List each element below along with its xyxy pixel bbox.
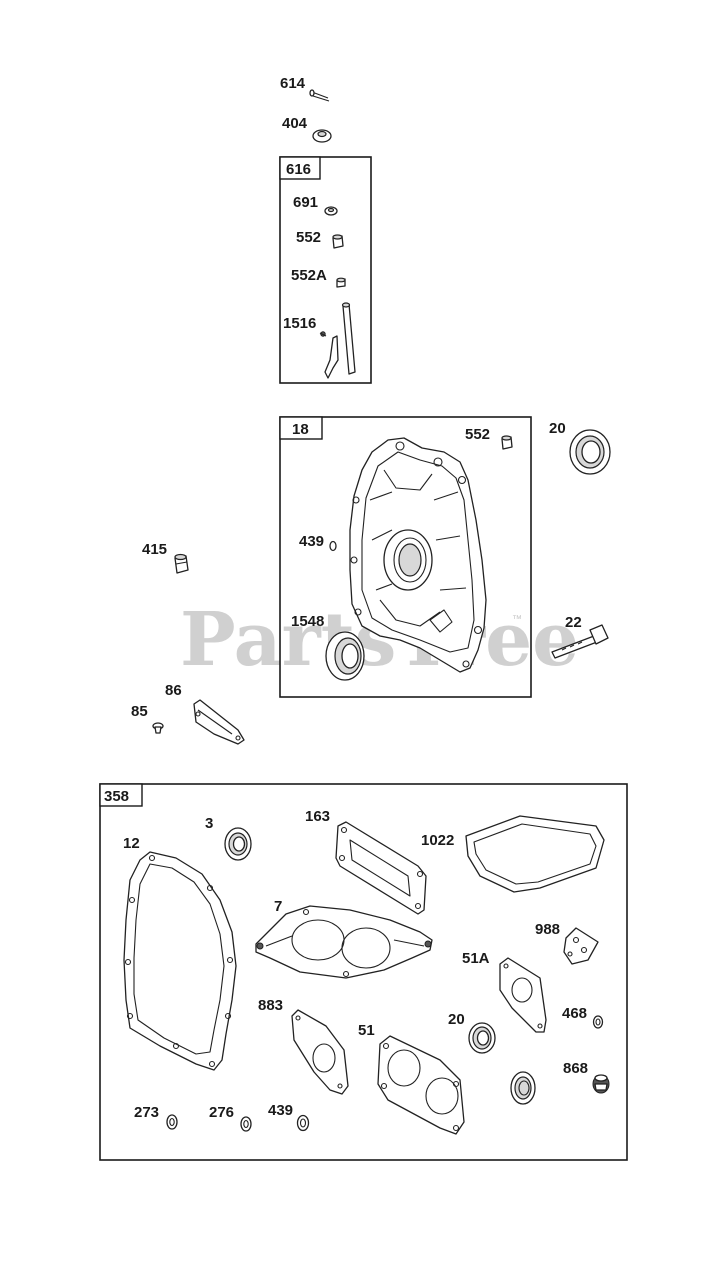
part-51A-gasket[interactable] bbox=[499, 957, 547, 1033]
label-85[interactable]: 85 bbox=[131, 703, 148, 720]
part-86-cover-plate[interactable] bbox=[193, 699, 245, 745]
label-552A[interactable]: 552A bbox=[291, 267, 327, 284]
group-18-number[interactable]: 18 bbox=[292, 421, 309, 438]
watermark-trademark: ™ bbox=[512, 614, 522, 625]
label-1022[interactable]: 1022 bbox=[421, 832, 454, 849]
part-868-valve-seal[interactable] bbox=[592, 1074, 610, 1094]
group-18-tab bbox=[279, 416, 323, 440]
part-18-crankcase-cover[interactable] bbox=[349, 437, 487, 673]
part-276-ring[interactable] bbox=[240, 1116, 252, 1132]
label-12[interactable]: 12 bbox=[123, 835, 140, 852]
part-552-bushing-upper[interactable] bbox=[332, 234, 344, 249]
label-163[interactable]: 163 bbox=[305, 808, 330, 825]
group-18-box bbox=[279, 416, 532, 698]
label-439-crankcase[interactable]: 439 bbox=[299, 533, 324, 550]
label-552-upper[interactable]: 552 bbox=[296, 229, 321, 246]
label-468[interactable]: 468 bbox=[562, 1005, 587, 1022]
group-358-box bbox=[99, 783, 628, 1161]
part-22-bolt[interactable] bbox=[551, 624, 609, 659]
label-404[interactable]: 404 bbox=[282, 115, 308, 132]
label-86[interactable]: 86 bbox=[165, 682, 182, 699]
label-1548[interactable]: 1548 bbox=[291, 613, 324, 630]
label-3[interactable]: 3 bbox=[205, 815, 213, 832]
label-988[interactable]: 988 bbox=[535, 921, 560, 938]
label-868[interactable]: 868 bbox=[563, 1060, 588, 1077]
part-o-ring-seal[interactable] bbox=[510, 1071, 536, 1105]
label-51A[interactable]: 51A bbox=[462, 950, 490, 967]
group-616-tab bbox=[279, 156, 321, 180]
part-439-washer-crankcase[interactable] bbox=[329, 540, 337, 552]
part-3-seal[interactable] bbox=[224, 827, 252, 861]
part-415-plug[interactable] bbox=[174, 553, 189, 574]
part-1022-gasket-seal[interactable] bbox=[465, 815, 605, 893]
label-51[interactable]: 51 bbox=[358, 1022, 375, 1039]
part-614-pin[interactable] bbox=[309, 89, 330, 102]
part-404-washer[interactable] bbox=[312, 129, 332, 143]
part-552-bushing-crankcase[interactable] bbox=[501, 435, 513, 450]
group-616-number[interactable]: 616 bbox=[286, 161, 311, 178]
label-22[interactable]: 22 bbox=[565, 614, 582, 631]
label-273[interactable]: 273 bbox=[134, 1104, 159, 1121]
label-883[interactable]: 883 bbox=[258, 997, 283, 1014]
label-439-gasket-set[interactable]: 439 bbox=[268, 1102, 293, 1119]
part-468-ring[interactable] bbox=[592, 1015, 604, 1029]
part-439-ring-gasket-set[interactable] bbox=[296, 1114, 310, 1132]
part-1548-seal[interactable] bbox=[325, 631, 365, 681]
group-358-number[interactable]: 358 bbox=[104, 788, 129, 805]
part-12-crankcase-gasket[interactable] bbox=[123, 851, 237, 1071]
part-7-head-gasket[interactable] bbox=[255, 905, 433, 979]
part-163-gasket[interactable] bbox=[335, 821, 427, 915]
part-1516-governor-shaft[interactable] bbox=[319, 302, 356, 379]
part-988-plate[interactable] bbox=[563, 927, 599, 965]
label-20-gasket-set[interactable]: 20 bbox=[448, 1011, 465, 1028]
label-1516[interactable]: 1516 bbox=[283, 315, 316, 332]
group-616-box bbox=[279, 156, 372, 384]
part-273-ring[interactable] bbox=[166, 1114, 178, 1130]
part-883-gasket[interactable] bbox=[291, 1009, 349, 1095]
group-358-tab bbox=[99, 783, 143, 807]
part-20-seal-upper[interactable] bbox=[569, 429, 611, 475]
part-552A-bushing[interactable] bbox=[336, 277, 346, 288]
label-276[interactable]: 276 bbox=[209, 1104, 234, 1121]
label-7[interactable]: 7 bbox=[274, 898, 282, 915]
part-85-screw[interactable] bbox=[152, 722, 164, 734]
label-614[interactable]: 614 bbox=[280, 75, 306, 92]
label-415[interactable]: 415 bbox=[142, 541, 167, 558]
label-552-crankcase[interactable]: 552 bbox=[465, 426, 490, 443]
part-51-gasket[interactable] bbox=[377, 1035, 465, 1135]
part-691-washer[interactable] bbox=[324, 206, 338, 216]
part-20-seal-gasket-set[interactable] bbox=[468, 1022, 496, 1054]
label-691[interactable]: 691 bbox=[293, 194, 318, 211]
label-20-upper[interactable]: 20 bbox=[549, 420, 566, 437]
